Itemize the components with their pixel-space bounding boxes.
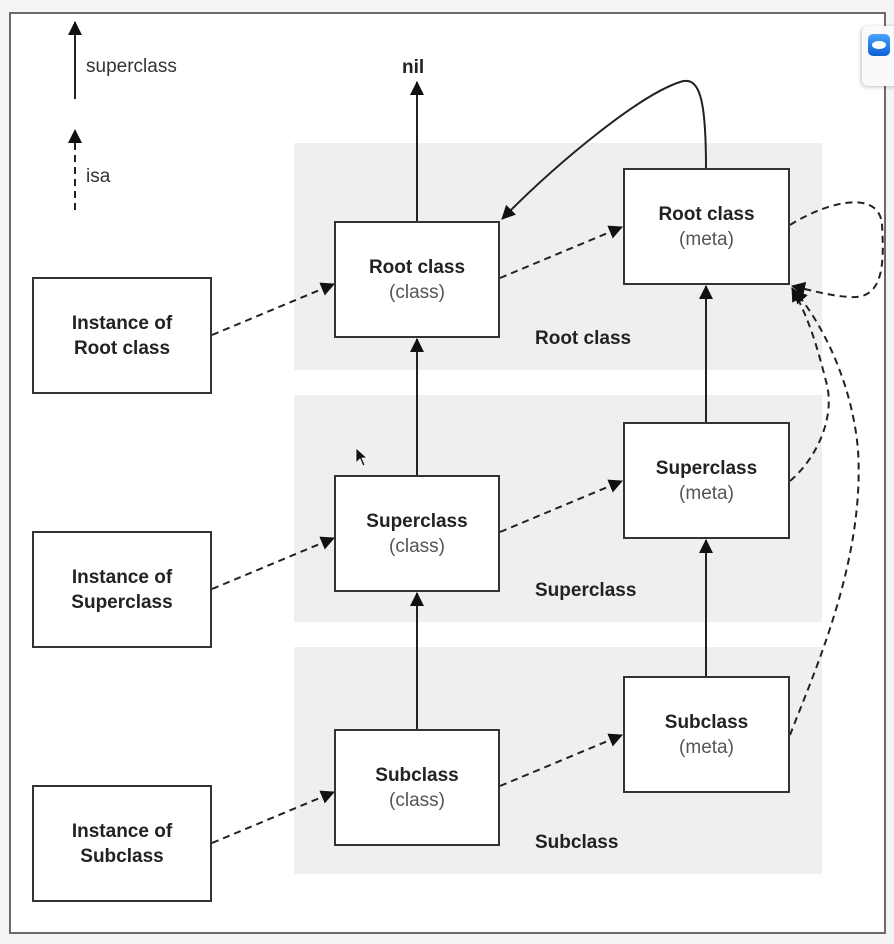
legend-superclass-label: superclass <box>86 56 177 77</box>
root-meta-box: Root class (meta) <box>623 168 790 285</box>
instance-sub-line1: Instance of <box>71 820 173 842</box>
superclass-class-subtitle: (class) <box>389 535 445 557</box>
instance-root-class-box: Instance of Root class <box>32 277 212 394</box>
instance-super-line1: Instance of <box>71 566 173 588</box>
root-class-title: Root class <box>368 256 466 278</box>
subclass-isa-arrow <box>499 733 623 787</box>
instance-super-line2: Superclass <box>71 591 173 613</box>
root-class-box: Root class (class) <box>334 221 500 338</box>
root-meta-title: Root class <box>658 203 755 225</box>
subclass-class-box: Subclass (class) <box>334 729 500 846</box>
teamviewer-badge[interactable] <box>862 26 894 86</box>
root-meta-subtitle: (meta) <box>679 228 734 250</box>
root-class-subtitle: (class) <box>389 281 445 303</box>
subclass-class-subtitle: (class) <box>389 789 445 811</box>
band-label-subclass: Subclass <box>535 832 619 853</box>
instance-subclass-box: Instance of Subclass <box>32 785 212 902</box>
instance-super-isa-arrow <box>211 536 335 590</box>
instance-superclass-box: Instance of Superclass <box>32 531 212 648</box>
mouse-pointer-icon <box>355 447 369 467</box>
teamviewer-icon[interactable] <box>868 34 890 56</box>
subclass-meta-isa-arrow <box>789 289 860 736</box>
subclass-class-title: Subclass <box>375 764 459 786</box>
superclass-meta-subtitle: (meta) <box>679 482 734 504</box>
subclass-meta-title: Subclass <box>664 711 749 733</box>
instance-sub-isa-arrow <box>211 790 335 844</box>
instance-root-isa-arrow <box>211 282 335 336</box>
band-label-root-class: Root class <box>535 328 632 349</box>
instance-sub-line2: Subclass <box>80 845 164 867</box>
root-class-isa-arrow <box>499 225 623 279</box>
superclass-meta-box: Superclass (meta) <box>623 422 790 539</box>
nil-label: nil <box>402 57 425 78</box>
superclass-class-title: Superclass <box>366 510 468 532</box>
superclass-isa-arrow <box>499 479 623 533</box>
superclass-meta-title: Superclass <box>655 457 758 479</box>
band-label-superclass: Superclass <box>535 580 637 601</box>
subclass-meta-subtitle: (meta) <box>679 736 734 758</box>
root-meta-to-root-class-arrow <box>501 79 707 220</box>
subclass-meta-box: Subclass (meta) <box>623 676 790 793</box>
instance-root-line1: Instance of <box>71 312 173 334</box>
root-meta-self-isa-arrow <box>789 201 884 299</box>
superclass-class-box: Superclass (class) <box>334 475 500 592</box>
instance-root-line2: Root class <box>73 337 171 359</box>
superclass-meta-isa-arrow <box>789 287 830 482</box>
legend-isa-label: isa <box>86 166 111 187</box>
